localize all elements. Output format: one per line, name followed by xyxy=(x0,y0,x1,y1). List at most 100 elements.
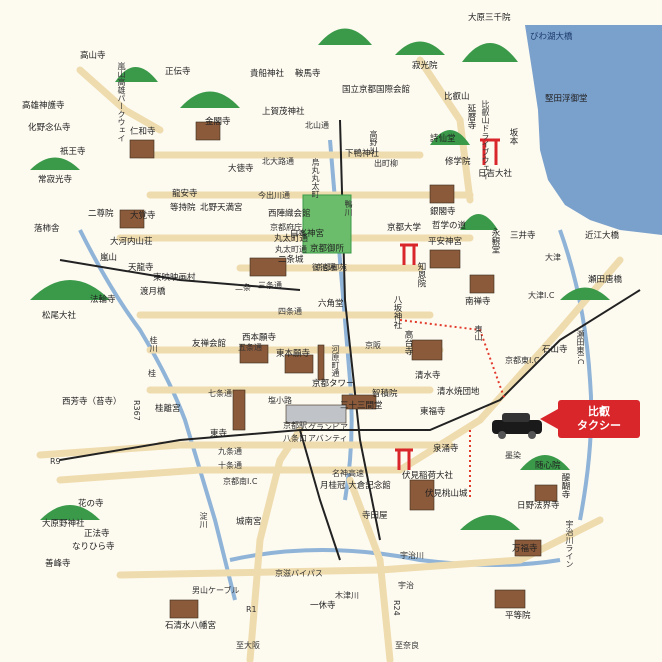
road-parkway xyxy=(76,66,164,134)
torii-fushimi-inari xyxy=(395,448,413,470)
badge-line1: 比叡 xyxy=(588,405,610,418)
place-label[interactable]: 泉涌寺 xyxy=(433,444,459,454)
road-label: 高野川 xyxy=(369,130,378,154)
place-label[interactable]: 上賀茂神社 xyxy=(262,107,305,117)
bld-toji-pagoda xyxy=(232,389,246,431)
place-label[interactable]: 大原野神社 xyxy=(42,519,85,529)
place-label[interactable]: 渡月橋 xyxy=(140,287,166,297)
torii-gates xyxy=(395,138,500,470)
place-label[interactable]: 等持院 xyxy=(170,203,196,213)
place-label[interactable]: 石清水八幡宮 xyxy=(165,621,217,631)
place-label[interactable]: 正法寺 xyxy=(84,529,110,539)
place-label[interactable]: 一休寺 xyxy=(310,601,336,611)
place-label[interactable]: 鞍馬寺 xyxy=(295,69,321,79)
place-label[interactable]: 北野天満宮 xyxy=(200,203,243,213)
place-label[interactable]: 国立京都国際会館 xyxy=(342,85,411,95)
place-label[interactable]: 万福寺 xyxy=(512,544,538,554)
place-label[interactable]: 銀閣寺 xyxy=(430,207,456,217)
place-label[interactable]: 三十三間堂 xyxy=(340,401,383,411)
place-label[interactable]: 金閣寺 xyxy=(205,117,231,127)
place-label[interactable]: 永観堂 xyxy=(490,228,500,254)
place-label[interactable]: 智積院 xyxy=(372,389,398,399)
place-label[interactable]: 嵐山 xyxy=(100,253,118,263)
place-label[interactable]: 哲学の道 xyxy=(432,221,467,231)
place-label[interactable]: 仁和寺 xyxy=(130,127,156,137)
place-label[interactable]: 落柿舎 xyxy=(34,224,60,234)
place-label[interactable]: 寂光院 xyxy=(412,61,438,71)
place-label[interactable]: 二尊院 xyxy=(88,209,114,219)
place-label[interactable]: 日吉大社 xyxy=(478,169,513,179)
place-label[interactable]: 祇王寺 xyxy=(60,147,86,157)
place-label[interactable]: 京都御所 xyxy=(310,244,345,254)
place-label[interactable]: 西本願寺 xyxy=(242,333,277,343)
place-label[interactable]: 友禅会館 xyxy=(192,339,227,349)
place-label[interactable]: 伏見稲荷大社 xyxy=(402,471,454,481)
place-label[interactable]: 京都大学 xyxy=(387,223,422,233)
place-label[interactable]: 醍醐寺 xyxy=(560,473,570,499)
place-label[interactable]: 石山寺 xyxy=(542,345,568,355)
place-label[interactable]: 清水焼団地 xyxy=(437,387,480,397)
place-label[interactable]: 修学院 xyxy=(445,157,471,167)
place-label[interactable]: 桂離宮 xyxy=(155,404,181,414)
place-label[interactable]: 伏見桃山城 xyxy=(425,489,468,499)
place-label[interactable]: 天龍寺 xyxy=(128,263,154,273)
jr-dot-line xyxy=(399,319,506,401)
place-label[interactable]: 清水寺 xyxy=(415,371,441,381)
place-label[interactable]: 城南宮 xyxy=(236,517,262,527)
place-label[interactable]: 六角堂 xyxy=(318,299,344,309)
place-label[interactable]: 東本願寺 xyxy=(276,349,311,359)
road-label: 宇治川 xyxy=(400,551,424,560)
place-label[interactable]: なりひら寺 xyxy=(72,542,115,552)
place-label[interactable]: 西陣織会館 xyxy=(268,209,311,219)
place-label[interactable]: 下鴨神社 xyxy=(345,149,380,159)
place-label[interactable]: 化野念仏寺 xyxy=(28,123,71,133)
place-label[interactable]: 東寺 xyxy=(210,429,228,439)
mountain-daigo xyxy=(520,455,570,470)
place-label[interactable]: 大原三千院 xyxy=(468,13,511,23)
place-label[interactable]: 南禅寺 xyxy=(465,297,491,307)
road-label: 出町柳 xyxy=(374,159,398,168)
place-label[interactable]: 善峰寺 xyxy=(45,559,71,569)
place-label[interactable]: 寺田屋 xyxy=(362,511,388,521)
place-label[interactable]: 高雄神護寺 xyxy=(22,101,65,111)
place-label[interactable]: 正伝寺 xyxy=(165,67,191,77)
place-label[interactable]: 平等院 xyxy=(505,611,531,621)
place-label[interactable]: 瀬田唐橋 xyxy=(588,275,623,285)
place-label[interactable]: 西芳寺（苔寺） xyxy=(62,397,122,407)
place-label[interactable]: 丸太町通 xyxy=(274,234,309,244)
temple-buildings xyxy=(119,121,558,619)
place-label[interactable]: 三井寺 xyxy=(510,231,536,241)
place-label[interactable]: 花の寺 xyxy=(78,499,104,509)
place-label[interactable]: 法輪寺 xyxy=(90,295,116,305)
place-label[interactable]: 詩仙堂 xyxy=(430,134,456,144)
place-label[interactable]: 東映映画村 xyxy=(153,273,196,283)
place-label[interactable]: 大覚寺 xyxy=(130,211,156,221)
place-label[interactable]: 大河内山荘 xyxy=(110,237,153,247)
place-label[interactable]: 坂本 xyxy=(508,128,518,145)
place-label[interactable]: 延暦寺 xyxy=(466,104,476,130)
place-label[interactable]: 常寂光寺 xyxy=(38,175,73,185)
place-label[interactable]: 堅田浮御堂 xyxy=(545,94,588,104)
place-label[interactable]: 龍安寺 xyxy=(172,189,198,199)
place-label[interactable]: 二条城 xyxy=(278,255,304,265)
place-label[interactable]: 高台寺 xyxy=(403,330,413,356)
place-label[interactable]: 松尾大社 xyxy=(42,311,77,321)
road-label: 淀川 xyxy=(199,512,208,528)
place-label[interactable]: 随心院 xyxy=(535,461,561,471)
place-label[interactable]: 知恩院 xyxy=(416,262,426,288)
place-label[interactable]: 京都タワー xyxy=(312,379,355,389)
place-label[interactable]: 貴船神社 xyxy=(250,69,285,79)
place-label[interactable]: 高山寺 xyxy=(80,51,106,61)
road-label: 京都府庁 xyxy=(270,223,302,232)
place-label[interactable]: 日野法界寺 xyxy=(517,501,560,511)
place-label[interactable]: 八坂神社 xyxy=(392,295,402,329)
place-label[interactable]: 東福寺 xyxy=(420,407,446,417)
place-label[interactable]: 比叡山 xyxy=(444,92,470,102)
place-label[interactable]: 大徳寺 xyxy=(228,164,254,174)
place-label[interactable]: 白峯神宮 xyxy=(290,229,325,239)
place-label[interactable]: 平安神宮 xyxy=(428,237,463,247)
place-label[interactable]: 近江大橋 xyxy=(585,231,620,241)
road-label: 大津I.C xyxy=(528,291,555,300)
hiei-taxi-badge[interactable]: 比叡 タクシー xyxy=(558,400,640,438)
place-label[interactable]: 月桂冠 大倉記念館 xyxy=(320,481,391,491)
